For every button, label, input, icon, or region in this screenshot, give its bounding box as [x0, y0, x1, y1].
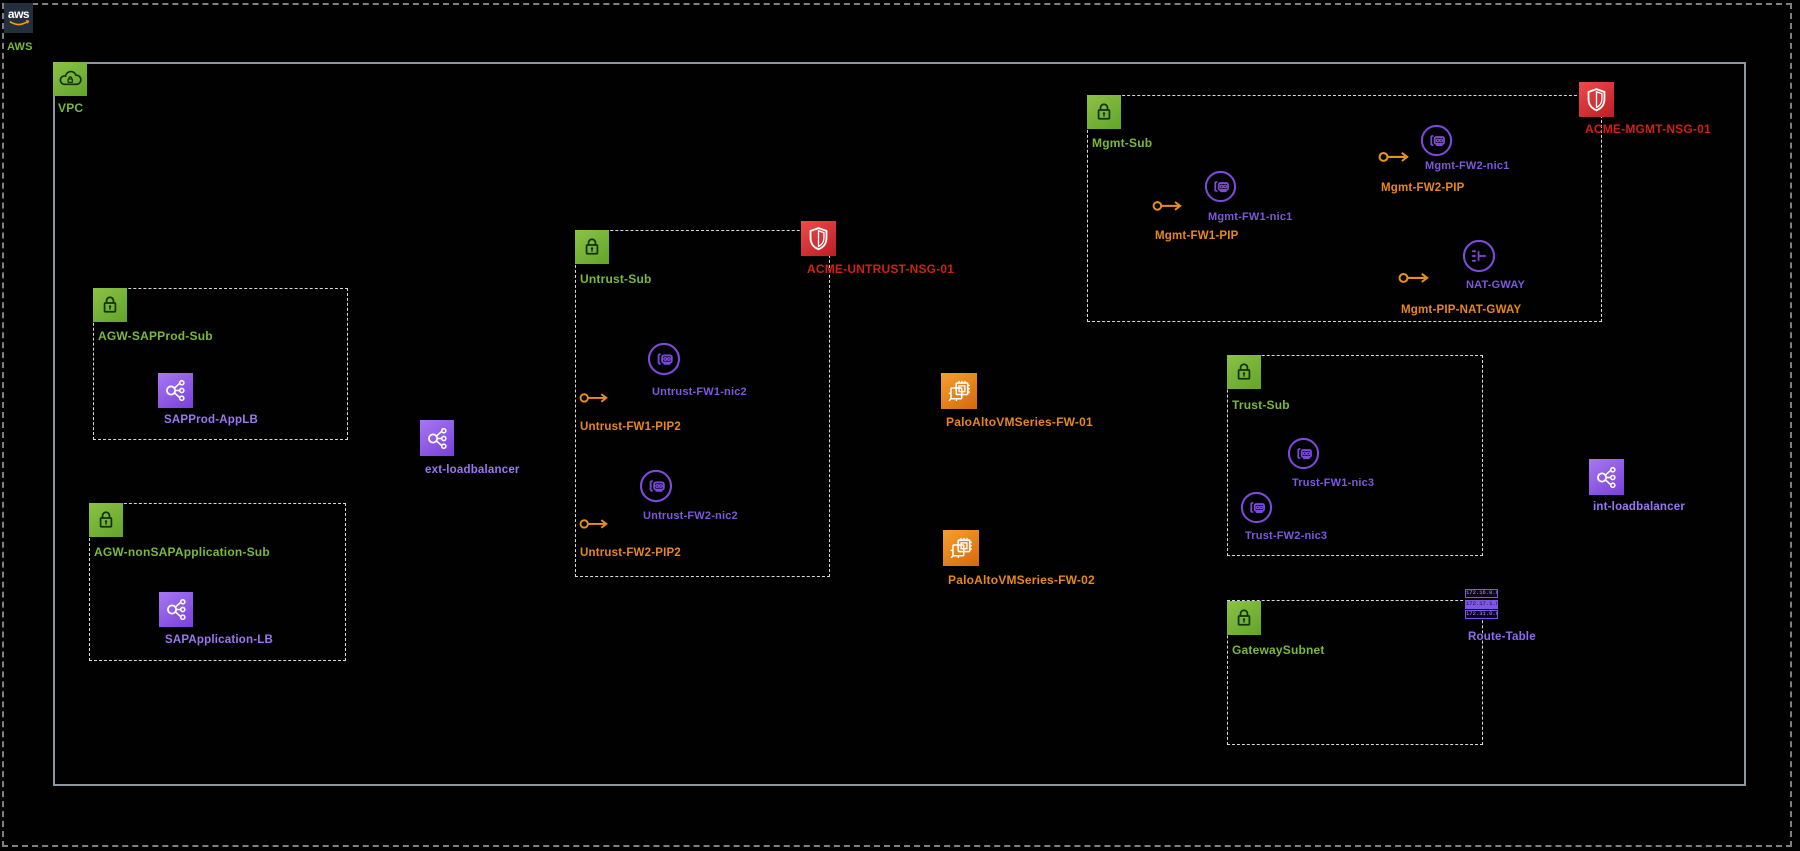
untrust-fw1-pip2-label: Untrust-FW1-PIP2	[580, 421, 681, 433]
trust-fw1-nic3-label: Trust-FW1-nic3	[1292, 477, 1375, 489]
sapprod-applb-label: SAPProd-AppLB	[164, 414, 258, 426]
paloalto-fw01-label: PaloAltoVMSeries-FW-01	[946, 415, 1093, 429]
nic-icon-trust-fw2[interactable]	[1240, 491, 1273, 524]
subnet-label-untrust: Untrust-Sub	[580, 272, 652, 286]
mgmt-nsg-label: ACME-MGMT-NSG-01	[1585, 122, 1711, 136]
subnet-label-trust: Trust-Sub	[1232, 398, 1290, 412]
aws-boundary-label: AWS	[7, 41, 33, 53]
aws-logo-text: aws	[7, 6, 30, 21]
nic-icon-mgmt-fw1[interactable]	[1204, 170, 1237, 203]
nic-icon-untrust-fw1[interactable]	[647, 342, 681, 376]
subnet-box-untrust[interactable]	[575, 230, 830, 577]
mgmt-fw2-pip-label: Mgmt-FW2-PIP	[1381, 182, 1465, 194]
trust-fw2-nic3-label: Trust-FW2-nic3	[1245, 530, 1328, 542]
subnet-icon-trust[interactable]	[1227, 355, 1261, 389]
aws-boundary[interactable]	[2, 3, 1792, 847]
subnet-box-trust[interactable]	[1227, 355, 1483, 556]
nic-icon-untrust-fw2[interactable]	[639, 469, 673, 503]
route-table-row: 172.31.0.0	[1465, 610, 1498, 619]
untrust-nsg-label: ACME-UNTRUST-NSG-01	[807, 262, 955, 276]
vpc-icon[interactable]	[53, 62, 87, 96]
route-table-row: 172.17.1.0	[1465, 599, 1498, 609]
aws-smile-icon	[7, 20, 31, 28]
subnet-icon-agw-nonsap[interactable]	[89, 503, 123, 537]
subnet-box-mgmt[interactable]	[1087, 95, 1602, 322]
nic-icon-trust-fw1[interactable]	[1287, 437, 1320, 470]
route-table-row: 172.16.0.0	[1465, 589, 1498, 598]
subnet-icon-agw-sapprod[interactable]	[93, 288, 127, 322]
public-ip-icon-nat-gway[interactable]	[1397, 270, 1431, 285]
subnet-box-agw-sapprod[interactable]	[93, 288, 348, 440]
subnet-box-gateway[interactable]	[1227, 600, 1483, 745]
aws-logo: aws	[4, 3, 33, 33]
public-ip-icon-untrust-fw1[interactable]	[579, 390, 609, 405]
vpc-label: VPC	[58, 101, 84, 115]
subnet-label-agw-nonsap: AGW-nonSAPApplication-Sub	[94, 545, 270, 559]
mgmt-fw2-nic1-label: Mgmt-FW2-nic1	[1425, 160, 1510, 172]
load-balancer-icon-sapapplication-lb[interactable]	[159, 592, 193, 627]
nsg-shield-icon-mgmt[interactable]	[1579, 82, 1614, 117]
subnet-icon-gateway[interactable]	[1227, 601, 1261, 635]
nic-icon-mgmt-fw2[interactable]	[1420, 124, 1453, 157]
untrust-fw2-nic2-label: Untrust-FW2-nic2	[643, 510, 738, 522]
nat-gateway-icon[interactable]	[1462, 239, 1496, 273]
route-table-icon[interactable]: 172.16.0.0 172.17.1.0 172.31.0.0	[1465, 589, 1498, 619]
public-ip-icon-mgmt-fw1[interactable]	[1152, 198, 1183, 213]
subnet-label-mgmt: Mgmt-Sub	[1092, 136, 1153, 150]
int-loadbalancer-label: int-loadbalancer	[1593, 501, 1686, 513]
nat-gway-label: NAT-GWAY	[1466, 279, 1526, 291]
public-ip-icon-untrust-fw2[interactable]	[579, 516, 609, 531]
mgmt-fw1-pip-label: Mgmt-FW1-PIP	[1155, 230, 1239, 242]
subnet-label-gateway: GatewaySubnet	[1232, 643, 1325, 657]
paloalto-fw02-label: PaloAltoVMSeries-FW-02	[948, 573, 1095, 587]
public-ip-icon-mgmt-fw2[interactable]	[1377, 149, 1411, 164]
subnet-box-agw-nonsap[interactable]	[89, 503, 346, 661]
ext-loadbalancer-label: ext-loadbalancer	[425, 464, 520, 476]
sapapplication-lb-label: SAPApplication-LB	[165, 634, 273, 646]
vm-firewall-icon-fw01[interactable]	[941, 373, 977, 409]
vpc-container[interactable]	[53, 62, 1746, 786]
route-table-label: Route-Table	[1468, 631, 1536, 643]
load-balancer-icon-sapprod-applb[interactable]	[158, 373, 193, 408]
load-balancer-icon-ext[interactable]	[420, 420, 454, 456]
subnet-label-agw-sapprod: AGW-SAPProd-Sub	[98, 329, 213, 343]
load-balancer-icon-int[interactable]	[1589, 459, 1624, 495]
nsg-shield-icon-untrust[interactable]	[801, 221, 836, 256]
untrust-fw1-nic2-label: Untrust-FW1-nic2	[652, 386, 747, 398]
mgmt-fw1-nic1-label: Mgmt-FW1-nic1	[1208, 211, 1293, 223]
untrust-fw2-pip2-label: Untrust-FW2-PIP2	[580, 547, 681, 559]
subnet-icon-mgmt[interactable]	[1087, 95, 1121, 129]
vm-firewall-icon-fw02[interactable]	[943, 530, 979, 566]
mgmt-pip-nat-gway-label: Mgmt-PIP-NAT-GWAY	[1401, 304, 1522, 316]
subnet-icon-untrust[interactable]	[575, 230, 609, 264]
